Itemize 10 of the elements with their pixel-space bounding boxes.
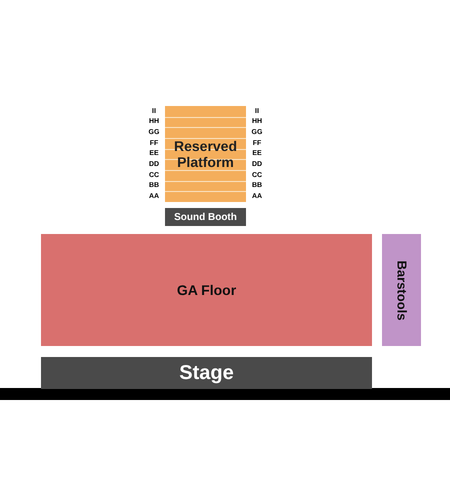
section-label: GA Floor	[176, 282, 236, 298]
sound-booth-area	[165, 208, 246, 226]
barstools-section	[382, 234, 421, 346]
stage-label: Stage	[179, 362, 234, 384]
area-label: Sound Booth	[174, 212, 237, 222]
section-label: Barstools	[394, 260, 409, 320]
ga-floor-section	[41, 234, 372, 346]
section-label: Reserved Platform	[172, 138, 238, 170]
reserved-platform-section	[165, 106, 246, 202]
stage-area	[41, 357, 372, 389]
